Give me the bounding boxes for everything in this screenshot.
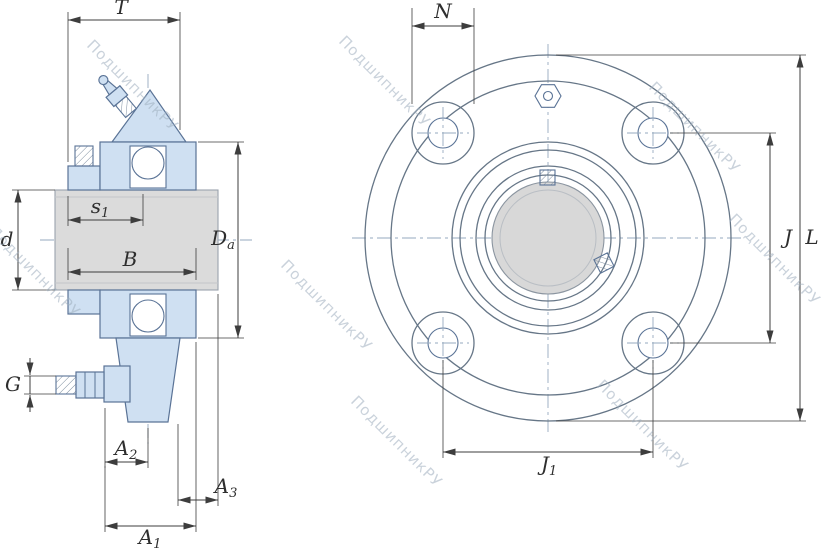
nipple-tip-front [542,90,554,102]
nipple-ball-tip [98,74,109,86]
dim-label-Da: Da [210,226,235,253]
dim-A2: A2 [104,408,149,468]
dim-label-B: B [122,247,138,271]
dim-s1: s1 [67,194,144,226]
bearing-ball-bottom [131,299,165,333]
bearing-ball-top [131,146,165,180]
left-view-cross-section [40,74,252,444]
dim-label-A3: A3 [213,474,238,501]
dim-label-A1: A1 [137,525,162,552]
dim-label-T: T [114,0,129,19]
set-screw-front-top [539,169,556,186]
dim-A3: A3 [177,294,238,506]
grease-fitting-side [55,365,131,403]
dim-label-J1: J1 [537,452,557,479]
bearing-outer-ring-circle [475,165,621,311]
dim-T: T [67,0,181,162]
spigot-inner-circle [459,149,637,327]
dim-label-G: G [5,372,21,396]
dim-J: J [670,132,793,344]
dim-d: d [1,189,55,291]
fitting-hex [75,371,105,399]
dimensions-right-view: N J L J1 [411,0,819,479]
shaft-section [54,189,219,291]
dim-label-s1: s1 [91,194,110,221]
watermark-text: ПодшипникРУ [335,32,434,131]
grease-nipple-top [98,74,138,119]
dim-label-d: d [1,227,14,251]
set-screw-front-right [593,252,615,274]
dim-J1: J1 [442,360,654,479]
dim-N: N [411,0,475,104]
dim-A1: A1 [104,342,197,552]
dim-G: G [5,358,56,412]
right-view-front [352,44,744,432]
dimensions-left-view: T s1 d B Da [1,0,244,552]
shaft-bore-circle [491,181,605,295]
grease-nipple-front [534,84,562,108]
dim-label-L: L [804,225,818,249]
dim-Da: Da [198,141,244,339]
flange-inner-ring-contour [390,80,706,396]
spigot-outer-circle [451,141,645,335]
watermark-text: ПодшипникРУ [277,256,376,355]
dim-B: B [67,247,197,280]
dim-L: L [556,54,819,422]
bore-chamfer-circle [499,189,597,287]
inner-ring-collar-top [67,165,101,191]
watermark-text: ПодшипникРУ [593,376,692,475]
fitting-thread [55,375,77,395]
inner-ring-collar-bottom [67,289,101,315]
dim-label-N: N [433,0,453,23]
collar-set-screw [74,145,94,167]
fitting-boss [103,365,131,403]
watermark-text: ПодшипникРУ [347,392,446,491]
bolt-boss-top-left [411,101,475,165]
flange-outer-circle [364,54,732,422]
dim-label-J: J [780,225,793,249]
dim-label-A2: A2 [113,436,138,463]
